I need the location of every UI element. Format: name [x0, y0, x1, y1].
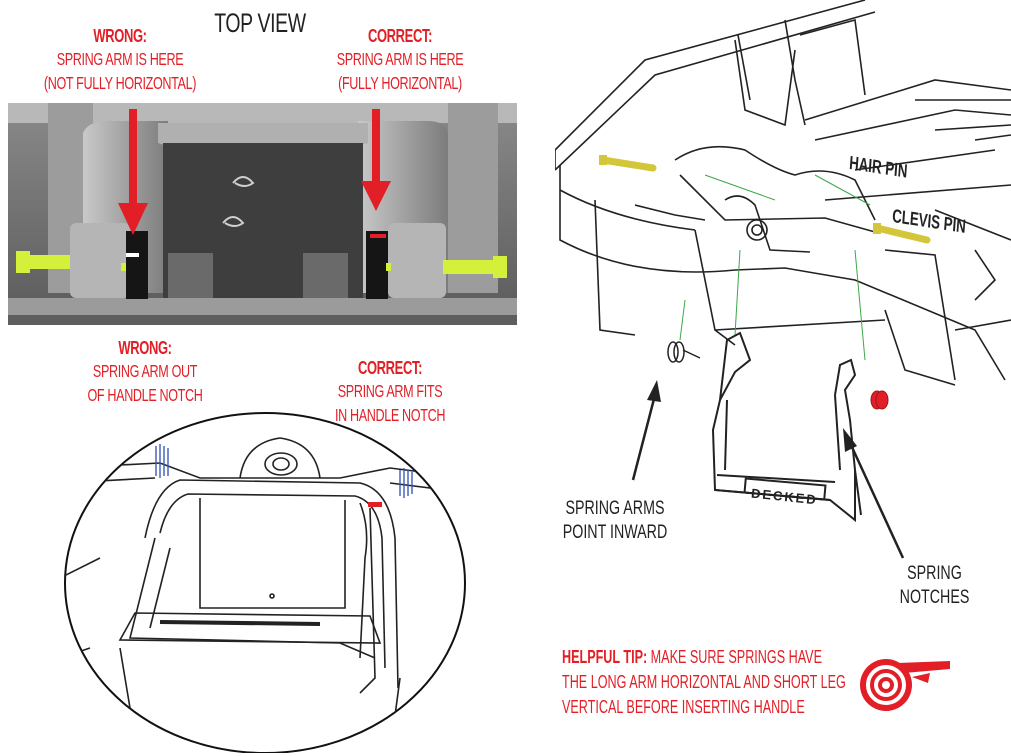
notch-detail-drawing	[64, 412, 466, 753]
top-wrong-line2: (NOT FULLY HORIZONTAL)	[43, 73, 197, 93]
notch-wrong-annotation: WRONG: SPRING ARM OUT OF HANDLE NOTCH	[30, 338, 260, 407]
exploded-view-drawing	[555, 0, 1011, 559]
notch-correct-line1: SPRING ARM FITS	[337, 381, 443, 401]
torsion-spring-icon	[860, 659, 950, 711]
helpful-tip: HELPFUL TIP: MAKE SURE SPRINGS HAVE THE …	[562, 645, 852, 720]
top-correct-line1: SPRING ARM IS HERE	[336, 49, 464, 69]
top-wrong-annotation: WRONG: SPRING ARM IS HERE (NOT FULLY HOR…	[0, 26, 240, 95]
tip-line3: VERTICAL BEFORE INSERTING HANDLE	[562, 697, 805, 717]
spring-notches-arrow	[843, 428, 905, 559]
spring-right-icon	[399, 468, 413, 498]
spring-left-icon	[667, 341, 701, 363]
top-view-photo-drawing	[8, 103, 517, 325]
spring-left-icon	[155, 444, 169, 478]
spring-arms-label: SPRING ARMS POINT INWARD	[562, 498, 668, 543]
notch-correct-line2: IN HANDLE NOTCH	[334, 405, 446, 425]
spring-arms-arrow	[631, 380, 661, 481]
tip-line2: THE LONG ARM HORIZONTAL AND SHORT LEG	[562, 672, 846, 692]
top-wrong-heading: WRONG:	[93, 26, 147, 46]
top-wrong-line1: SPRING ARM IS HERE	[56, 49, 184, 69]
notch-correct-heading: CORRECT:	[357, 358, 423, 378]
clevis-pin-icon	[873, 223, 931, 244]
top-correct-heading: CORRECT:	[367, 26, 433, 46]
top-correct-line2: (FULLY HORIZONTAL)	[338, 73, 462, 93]
notch-wrong-line1: SPRING ARM OUT	[92, 361, 198, 381]
tip-line1: MAKE SURE SPRINGS HAVE	[647, 647, 822, 667]
hair-pin-icon	[599, 155, 657, 172]
handle-drawing	[711, 331, 862, 523]
correct-spring-arm-mark	[368, 502, 382, 507]
top-correct-annotation: CORRECT: SPRING ARM IS HERE (FULLY HORIZ…	[290, 26, 510, 95]
tip-label: HELPFUL TIP:	[562, 647, 648, 667]
spring-right-red-icon	[870, 390, 889, 410]
notch-wrong-line2: OF HANDLE NOTCH	[87, 385, 203, 405]
notch-correct-annotation: CORRECT: SPRING ARM FITS IN HANDLE NOTCH	[285, 358, 495, 427]
top-view-photo	[8, 103, 517, 325]
spring-notches-label: SPRING NOTCHES	[899, 563, 970, 608]
assembly-guide-lines	[679, 174, 871, 361]
top-view-title: TOP VIEW	[214, 8, 306, 38]
notch-wrong-heading: WRONG:	[118, 338, 172, 358]
